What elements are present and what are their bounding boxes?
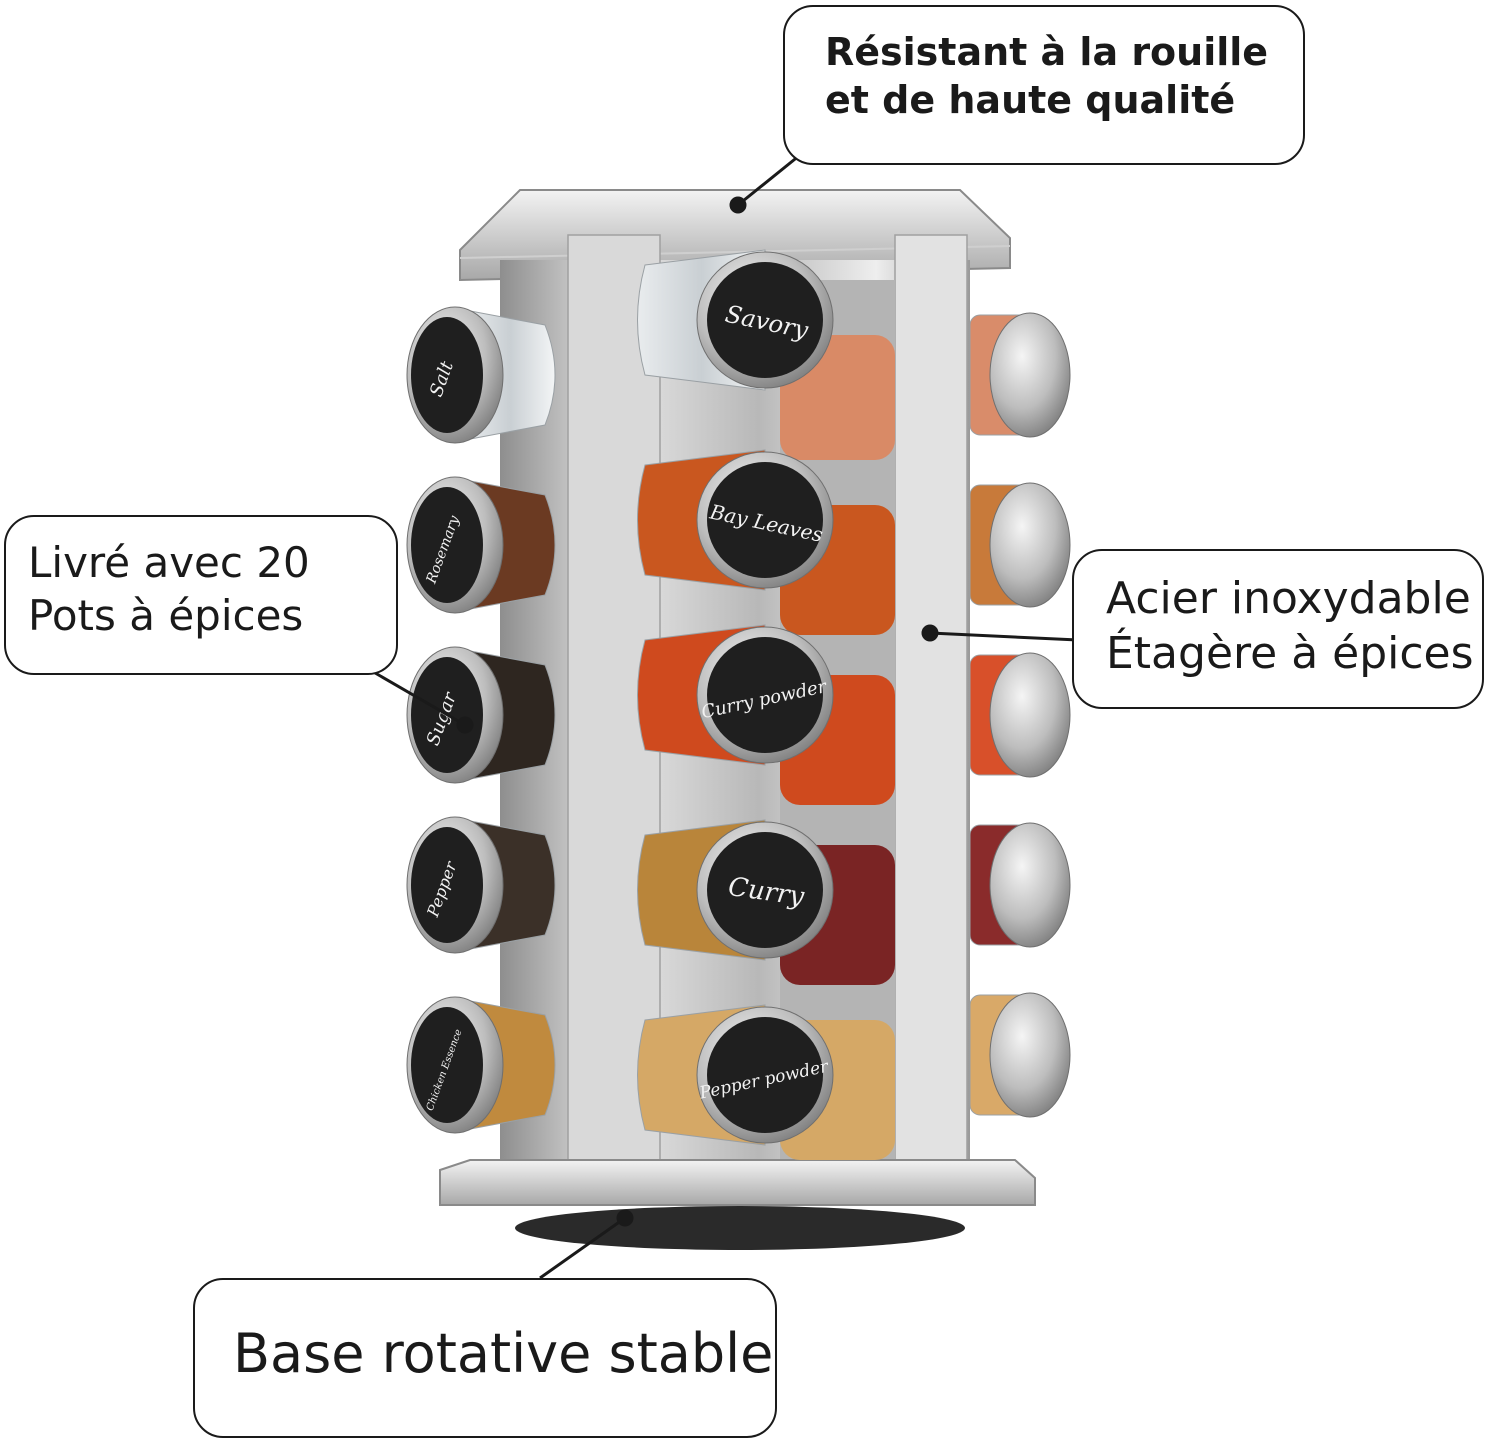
callout-stainless-steel: Acier inoxydable Étagère à épices	[1072, 549, 1484, 709]
callout-rust-resistant: Résistant à la rouille et de haute quali…	[783, 5, 1305, 165]
callout-line: Pots à épices	[28, 590, 304, 640]
right-jar-column	[969, 312, 1071, 1118]
callout-line: Livré avec 20	[28, 538, 310, 587]
callout-rotating-base: Base rotative stable	[193, 1278, 777, 1438]
rotating-base	[439, 1159, 1036, 1250]
front-jar-column	[637, 249, 834, 1146]
callout-pointers	[369, 153, 1079, 1280]
callout-line: Base rotative stable	[233, 1322, 774, 1385]
callout-line: Étagère à épices	[1106, 628, 1474, 679]
callout-line: Résistant à la rouille	[825, 30, 1269, 74]
callout-line: et de haute qualité	[825, 77, 1236, 122]
callout-jar-count: Livré avec 20 Pots à épices	[4, 515, 398, 675]
callout-line: Acier inoxydable	[1106, 573, 1471, 624]
